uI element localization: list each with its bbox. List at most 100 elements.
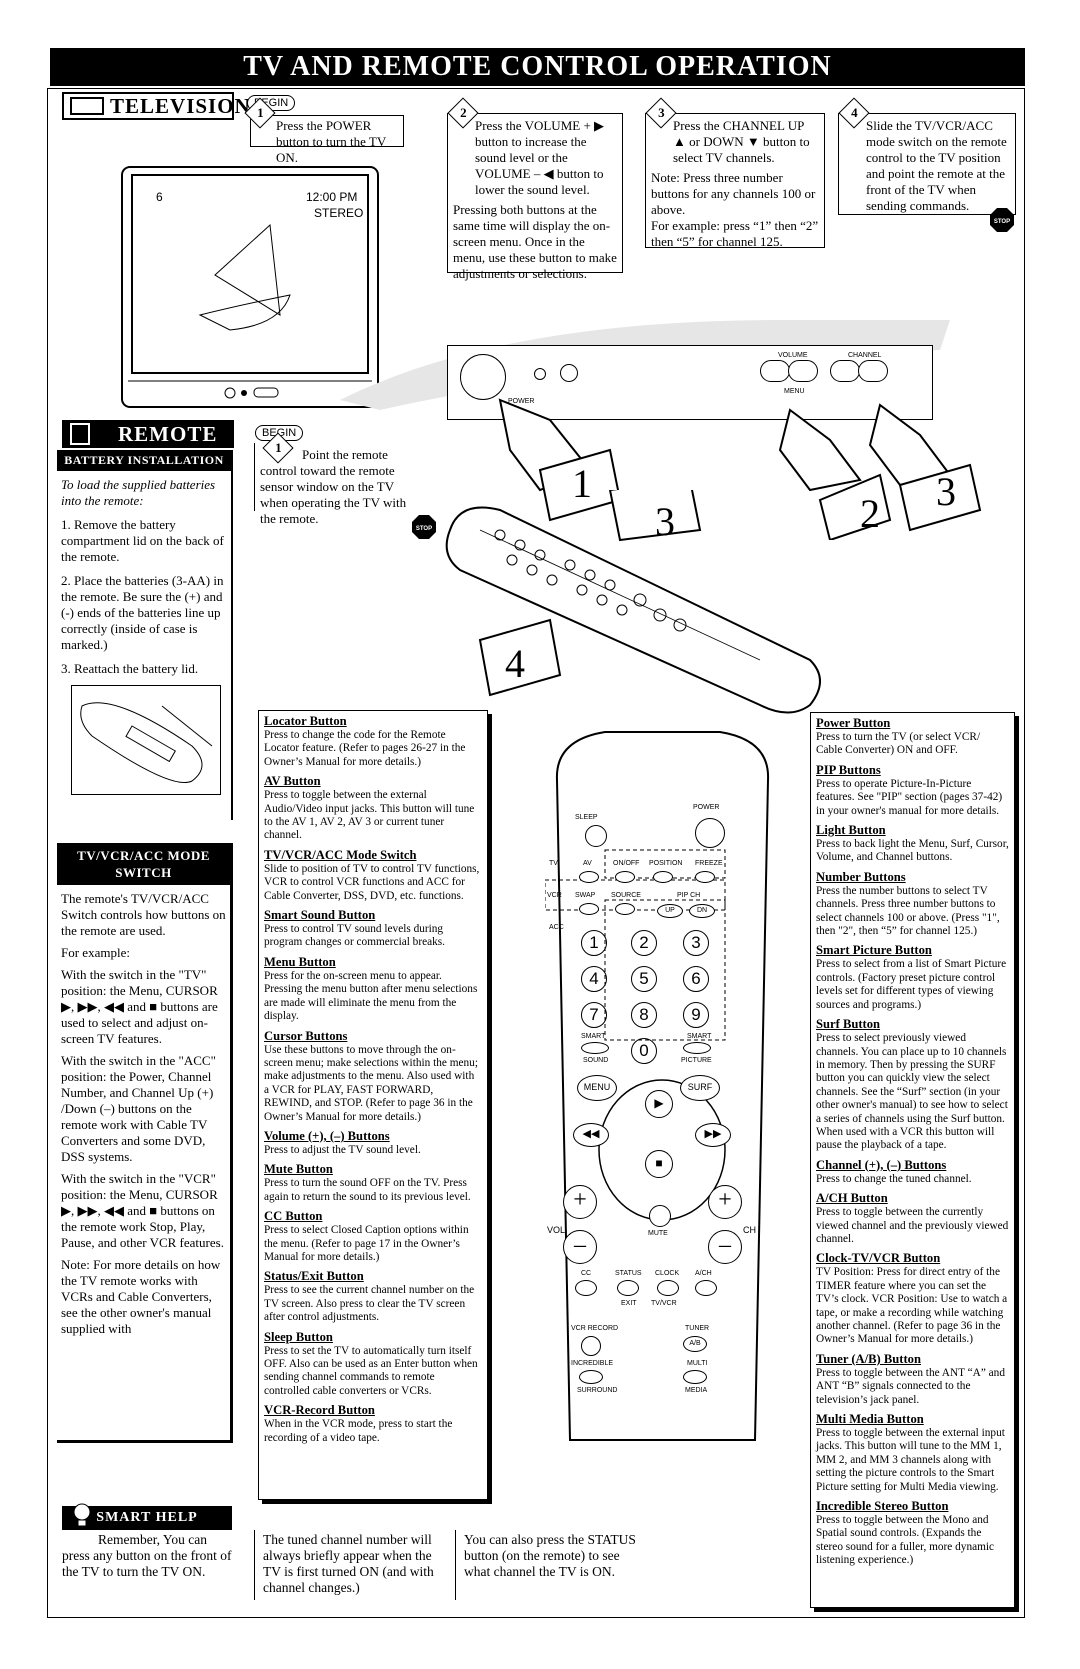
- step-2-text: Press the VOLUME + ▶ button to increase …: [475, 118, 605, 197]
- right-callout-item-title: PIP Buttons: [816, 762, 881, 777]
- number-7-button[interactable]: 7: [581, 1002, 607, 1028]
- right-callout-item-text: Press to toggle between the external inp…: [816, 1427, 1005, 1493]
- tv-power-button[interactable]: [460, 354, 506, 400]
- number-8-button[interactable]: 8: [631, 1002, 657, 1028]
- right-callout-item-text: Press to select previously viewed channe…: [816, 1032, 1008, 1152]
- cc-button[interactable]: [575, 1280, 597, 1296]
- acc-label: ACC: [549, 924, 564, 931]
- cursor-play-button[interactable]: ▶: [645, 1090, 673, 1118]
- cursor-stop-button[interactable]: ■: [645, 1150, 673, 1178]
- tuner-ab-button[interactable]: A/B: [683, 1336, 707, 1352]
- tv-illustration: 6 12:00 PM STEREO: [120, 165, 380, 410]
- step-3-text: Press the CHANNEL UP ▲ or DOWN ▼ button …: [673, 118, 810, 165]
- smart-help-tip-2: The tuned channel number will always bri…: [263, 1532, 434, 1595]
- left-callout-item-text: Press to select Closed Caption options w…: [264, 1224, 469, 1263]
- number-0-button[interactable]: 0: [631, 1038, 657, 1064]
- step-3-box: 3 Press the CHANNEL UP ▲ or DOWN ▼ butto…: [645, 97, 825, 249]
- pip-ch-down-button[interactable]: DN: [689, 904, 715, 918]
- vcr-record-button[interactable]: [581, 1336, 601, 1356]
- smart-sound-button[interactable]: [581, 1042, 609, 1054]
- number-9-button[interactable]: 9: [683, 1002, 709, 1028]
- cursor-rewind-button[interactable]: ◀◀: [573, 1123, 609, 1147]
- left-callout-item-text: Slide to position of TV to control TV fu…: [264, 862, 480, 902]
- battery-intro: To load the supplied batteries into the …: [61, 477, 216, 508]
- sleep-button[interactable]: [585, 825, 607, 847]
- clock-tvvcr-button[interactable]: [657, 1280, 679, 1296]
- ach-button[interactable]: [695, 1280, 717, 1296]
- number-1-button[interactable]: 1: [581, 930, 607, 956]
- svg-text:STOP: STOP: [416, 526, 432, 532]
- freeze-button[interactable]: [695, 871, 715, 883]
- multi-label: MULTI: [687, 1360, 708, 1367]
- left-callout-item-title: Mute Button: [264, 1162, 333, 1177]
- menu-button[interactable]: MENU: [577, 1075, 617, 1101]
- source-label: SOURCE: [611, 892, 641, 899]
- remote-step-1-box: 1 Point the remote control toward the re…: [254, 432, 424, 526]
- surround-label: SURROUND: [577, 1387, 618, 1394]
- callout-3-tv: 3: [936, 469, 956, 514]
- power-button[interactable]: [695, 818, 725, 848]
- cursor-ffwd-button[interactable]: ▶▶: [695, 1123, 731, 1147]
- number-5-button[interactable]: 5: [631, 966, 657, 992]
- smart-sound-label: SOUND: [583, 1057, 609, 1064]
- right-callout-item-title: Power Button: [816, 716, 891, 730]
- left-callout-item-text: Use these buttons to move through the on…: [264, 1043, 478, 1123]
- pip-onoff-button[interactable]: [615, 871, 635, 883]
- tv-screen-channel: 6: [156, 190, 163, 204]
- status-exit-button[interactable]: [617, 1280, 639, 1296]
- mute-button[interactable]: [649, 1205, 671, 1227]
- tv-channel-down-button[interactable]: [830, 360, 860, 382]
- left-callout-item-title: Smart Sound Button: [264, 908, 376, 923]
- right-callout-item-text: Press to toggle between the Mono and Spa…: [816, 1514, 995, 1567]
- number-2-button[interactable]: 2: [631, 930, 657, 956]
- surf-button[interactable]: SURF: [680, 1075, 720, 1101]
- multi-media-button[interactable]: [683, 1370, 707, 1384]
- pip-ch-up-button[interactable]: UP: [657, 904, 683, 918]
- av-button[interactable]: [579, 871, 599, 883]
- mode-switch-title: TV/VCR/ACC MODE SWITCH: [57, 843, 230, 885]
- pip-onoff-label: ON/OFF: [613, 860, 640, 867]
- tv-volume-up-button[interactable]: [788, 360, 818, 382]
- number-4-button[interactable]: 4: [581, 966, 607, 992]
- swap-button[interactable]: [579, 903, 599, 915]
- number-6-button[interactable]: 6: [683, 966, 709, 992]
- right-callout-item-text: Press to toggle between the ANT “A” and …: [816, 1366, 1005, 1406]
- pip-position-button[interactable]: [653, 871, 673, 883]
- tv-front-panel: POWER VOLUME CHANNEL MENU: [447, 345, 933, 420]
- status-label: STATUS: [615, 1270, 642, 1277]
- number-3-button[interactable]: 3: [683, 930, 709, 956]
- smart-picture-button[interactable]: [683, 1042, 711, 1054]
- left-callout-item-title: Sleep Button: [264, 1329, 333, 1344]
- battery-step-2: 2. Place the batteries (3-AA) in the rem…: [61, 573, 224, 652]
- volume-down-button[interactable]: –: [563, 1230, 597, 1264]
- volume-up-button[interactable]: +: [563, 1185, 597, 1219]
- channel-up-button[interactable]: +: [708, 1185, 742, 1219]
- left-callout-item-title: Volume (+), (–) Buttons: [264, 1128, 390, 1143]
- stop-icon-remote: STOP: [412, 515, 436, 539]
- power-label: POWER: [693, 804, 720, 811]
- pip-ch-label: PIP CH: [677, 892, 701, 899]
- smart-help-tip-3: You can also press the STATUS button (on…: [464, 1532, 636, 1579]
- mute-label: MUTE: [648, 1230, 668, 1237]
- tv-remote-sensor: [560, 364, 578, 382]
- right-callout-item-title: A/CH Button: [816, 1191, 888, 1206]
- pip-position-label: POSITION: [649, 860, 683, 867]
- incredible-stereo-button[interactable]: [579, 1370, 603, 1384]
- right-callout-item-title: Number Buttons: [816, 869, 906, 884]
- channel-down-button[interactable]: –: [708, 1230, 742, 1264]
- right-callout-item-text: Press to change the tuned channel.: [816, 1172, 972, 1185]
- tv-volume-down-button[interactable]: [760, 360, 790, 382]
- callout-2: 2: [860, 491, 880, 536]
- mode-switch-p6: Note: For more details on how the TV rem…: [61, 1257, 221, 1336]
- source-button[interactable]: [615, 903, 635, 915]
- swap-label: SWAP: [575, 892, 596, 899]
- tv-channel-up-button[interactable]: [858, 360, 888, 382]
- remote-front: SLEEP POWER TV VCR ACC AV ON/OFF POSITIO…: [545, 720, 780, 1455]
